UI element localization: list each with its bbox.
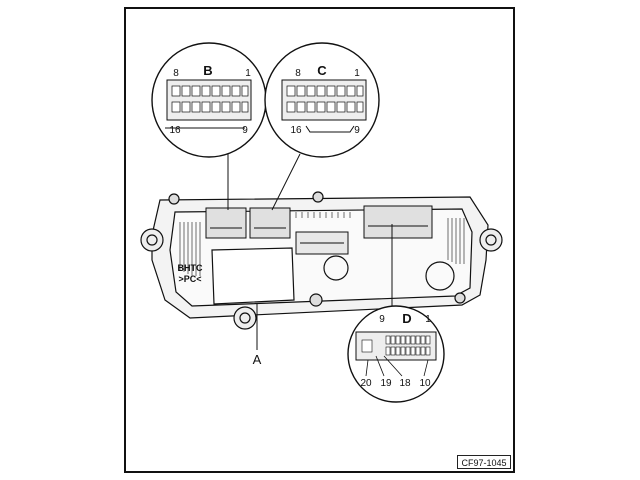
socket-middle <box>295 231 349 255</box>
callout-circle-d <box>347 305 445 403</box>
connector-b-pin-9: 9 <box>242 125 248 136</box>
control-unit-body <box>140 191 503 330</box>
connector-d-pin-20: 20 <box>360 378 372 389</box>
callout-circle-b <box>151 42 267 158</box>
connector-d-pin-19: 19 <box>380 378 392 389</box>
unit-label-line2: >PC< <box>178 274 201 284</box>
callout-a-label: A <box>253 352 262 367</box>
connector-c-letter: C <box>317 63 327 78</box>
connector-d-letter: D <box>402 311 411 326</box>
connector-c-pin-9: 9 <box>354 125 360 136</box>
connector-d-pin-9: 9 <box>379 314 385 325</box>
connector-b-pin-8: 8 <box>173 68 179 79</box>
socket-d <box>363 205 433 239</box>
connector-c-pin-1: 1 <box>354 68 360 79</box>
connector-b-pin-1: 1 <box>245 68 251 79</box>
leader-lines <box>227 153 393 350</box>
connector-b-pin-16: 16 <box>169 125 181 136</box>
connector-c-pin-16: 16 <box>290 125 302 136</box>
unit-label-line1: BHTC <box>178 263 203 273</box>
socket-c <box>249 207 291 239</box>
connector-b-letter: B <box>203 63 212 78</box>
connector-d-pin-10: 10 <box>419 378 431 389</box>
callout-circle-c <box>264 42 380 158</box>
connector-c-pin-8: 8 <box>295 68 301 79</box>
socket-b <box>205 207 247 239</box>
connector-d-pin-1: 1 <box>425 314 431 325</box>
connector-d-pin-18: 18 <box>399 378 411 389</box>
reference-code: CF97-1045 <box>457 455 511 469</box>
